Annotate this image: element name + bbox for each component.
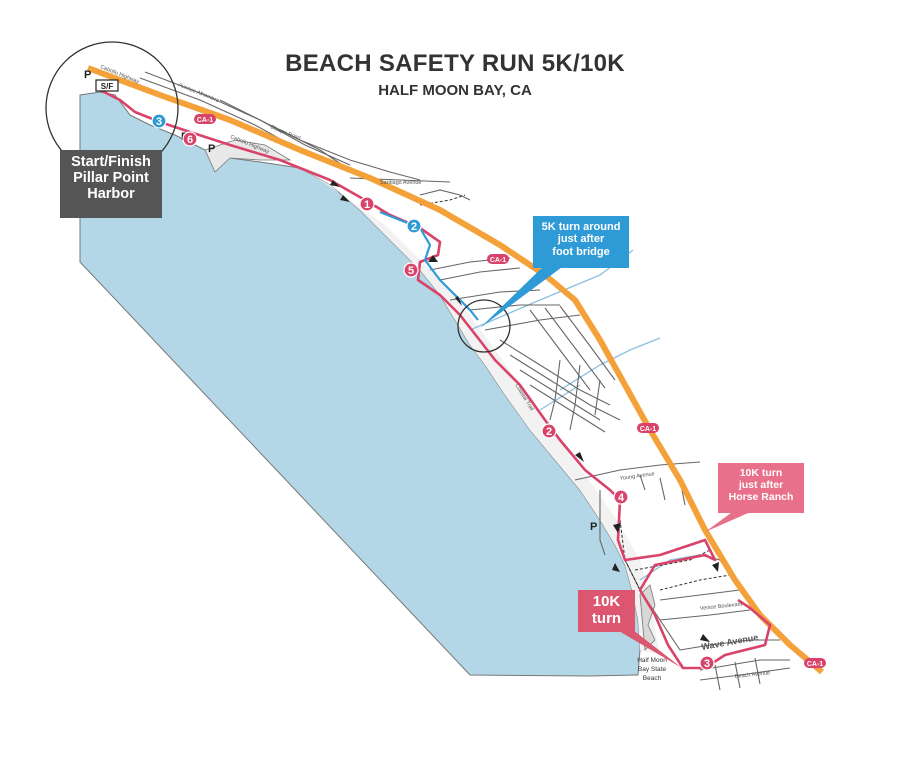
marker-10k-4: 4: [618, 492, 625, 504]
page-title: BEACH SAFETY RUN 5K/10K: [285, 50, 625, 77]
street-label: Venice Boulevard: [700, 602, 743, 612]
page-subtitle: HALF MOON BAY, CA: [378, 82, 532, 99]
start-finish-line: Start/Finish: [71, 154, 151, 170]
parking-icon: P: [208, 143, 215, 155]
start-finish-line: Pillar Point: [73, 170, 149, 187]
cabrillo-highway: [86, 65, 824, 675]
point-land: [639, 584, 656, 651]
start-finish-badge: [95, 79, 119, 92]
turn-10k-horse-pointer: [705, 510, 755, 532]
turn-10k-beach-pointer: [600, 620, 682, 668]
state-beach-line: Bay State: [638, 666, 667, 673]
state-beach-label: Half Moon Bay State Beach: [637, 657, 667, 682]
start-finish-badge-label: S/F: [101, 82, 114, 91]
parking-icon: P: [590, 521, 597, 533]
marker-10k-5: 5: [408, 265, 414, 277]
turn-5k-pointer: [480, 250, 585, 328]
highway-badge-label: CA-1: [197, 117, 213, 124]
turn-10k-horse-line: Horse Ranch: [728, 490, 794, 503]
state-beach-line: Half Moon: [637, 657, 667, 664]
street-label: Santiago Avenue: [380, 180, 422, 186]
route-10k: [99, 88, 772, 670]
marker-5k-2: 2: [411, 221, 417, 233]
state-beach-line: Beach: [643, 675, 662, 682]
turn-10k-beach-line: 10K: [592, 593, 621, 610]
markers-5k: 3 2: [151, 113, 422, 234]
marker-10k-3: 3: [704, 658, 710, 670]
turn-10k-horse-callout: 10K turn just after Horse Ranch: [718, 463, 804, 513]
marker-10k-6: 6: [187, 134, 193, 146]
harbor-land: [204, 139, 292, 173]
turn-5k-line: foot bridge: [552, 245, 610, 258]
turn-5k-callout: 5K turn around just after foot bridge: [533, 216, 629, 268]
highway-badge-label: CA-1: [807, 661, 823, 668]
marker-10k-2: 2: [546, 426, 552, 438]
street-label: Young Avenue: [619, 471, 655, 482]
highway-badge-label: CA-1: [490, 257, 506, 264]
marker-10k-1: 1: [364, 199, 370, 211]
start-finish-callout: Start/Finish Pillar Point Harbor: [60, 150, 162, 218]
street-label: Beach Avenue: [735, 670, 771, 680]
highway-badge-label: CA-1: [640, 426, 656, 433]
highway-badges: CA-1 CA-1 CA-1 CA-1: [194, 114, 826, 668]
turn-5k-line: just after: [557, 233, 605, 246]
turn-10k-horse-line: 10K turn: [739, 467, 783, 479]
turn-5k-line: 5K turn around: [541, 221, 621, 233]
turn-10k-beach-line: turn: [591, 609, 622, 627]
turnaround-5k-circle: [457, 299, 511, 353]
direction-arrows: [330, 180, 719, 642]
marker-5k-3: 3: [156, 116, 162, 128]
start-finish-line: Harbor: [87, 186, 135, 203]
turn-10k-horse-line: just after: [738, 478, 784, 491]
markers-10k: 6 1 5 2 4 3: [182, 131, 715, 671]
parking-icon: P: [84, 69, 91, 81]
turn-10k-beach-callout: 10K turn: [578, 590, 635, 632]
